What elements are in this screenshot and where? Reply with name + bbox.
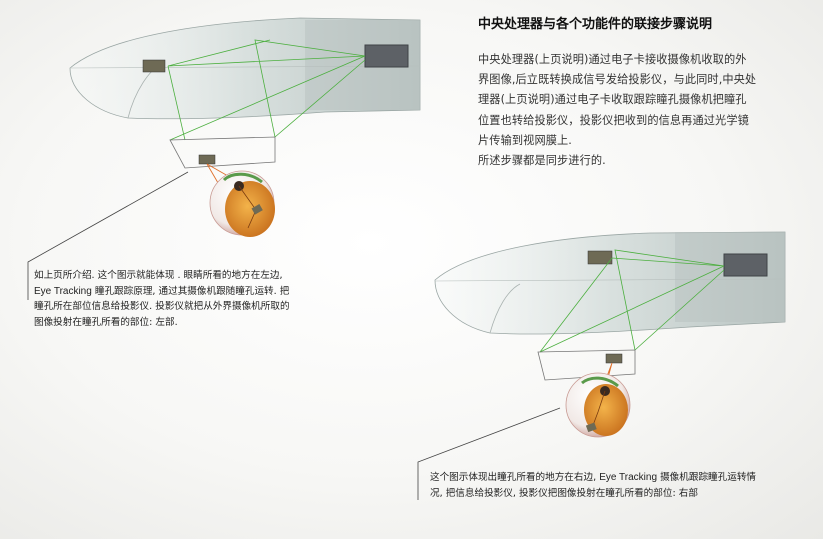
- tracking-frame: [169, 136, 276, 169]
- divider-line: [69, 65, 421, 69]
- left-caption: 如上页所介绍. 这个图示就能体现 . 眼睛所看的地方在左边, Eye Track…: [34, 268, 334, 330]
- caption-text: 摄像机跟踪瞳孔运转情: [657, 472, 757, 483]
- projector-box: [723, 253, 768, 277]
- eye-tracking-camera: [605, 353, 623, 364]
- retina-image: [251, 204, 263, 215]
- description-line: 片传输到视网膜上.: [478, 133, 572, 147]
- description-line: 理器(上页说明)通过电子卡收取跟踪瞳孔摄像机把瞳孔: [478, 93, 747, 107]
- temple-arm: [675, 232, 785, 322]
- tracking-frame: [537, 349, 636, 381]
- bottom-glasses-unit: [434, 231, 786, 438]
- caption-line: 如上页所介绍. 这个图示就能体现 . 眼睛所看的地方在左边,: [34, 270, 283, 281]
- caption-text: 这个图示体现出瞳孔所看的地方在右边,: [430, 472, 600, 483]
- cornea-edge: [581, 376, 619, 388]
- description-line: 中央处理器(上页说明)通过电子卡接收摄像机收取的外: [478, 53, 747, 66]
- eyeball: [209, 170, 275, 237]
- top-glasses-unit: [69, 17, 421, 237]
- outer-camera: [142, 59, 166, 73]
- caption-line: 这个图示体现出瞳孔所看的地方在右边, Eye Tracking 摄像机跟踪瞳孔运…: [430, 470, 820, 486]
- right-caption-leader: [417, 407, 561, 500]
- caption-line: Eye Tracking 瞳孔跟踪原理, 通过其摄像机跟随瞳孔运转. 把: [34, 284, 334, 300]
- page-title: 中央处理器与各个功能件的联接步骤说明: [478, 17, 713, 32]
- outer-camera: [587, 250, 613, 265]
- cornea-edge: [222, 172, 263, 184]
- eyeball: [565, 372, 631, 438]
- iris: [225, 181, 275, 237]
- caption-line: 瞳孔所在部位信息给投影仪. 投影仪就把从外界摄像机所取的: [34, 301, 290, 313]
- description-line: 所述步骤都是同步进行的.: [478, 154, 606, 168]
- retina-image: [585, 422, 597, 433]
- description-paragraph: 中央处理器(上页说明)通过电子卡接收摄像机收取的外 界图像,后立既转换成信号发给…: [478, 50, 798, 171]
- eye-tracking-term: Eye Tracking: [599, 472, 658, 483]
- optical-rays: [539, 249, 725, 353]
- description-line: 位置也转给投影仪，投影仪把收到的信息再通过光学镜: [478, 113, 749, 127]
- caption-line: 图像投射在瞳孔所看的部位: 左部.: [34, 316, 178, 328]
- caption-text: 瞳孔跟踪原理, 通过其摄像机跟随瞳孔运转. 把: [91, 285, 290, 297]
- optical-rays: [167, 39, 366, 141]
- eye-tracking-term: Eye Tracking: [34, 285, 92, 297]
- eye-tracking-camera: [198, 154, 216, 165]
- iris: [584, 384, 628, 436]
- divider-line: [434, 278, 786, 282]
- right-caption: 这个图示体现出瞳孔所看的地方在右边, Eye Tracking 摄像机跟踪瞳孔运…: [430, 470, 820, 501]
- projector-box: [364, 44, 409, 68]
- caption-line: 况, 把信息给投影仪, 投影仪把图像投射在瞳孔所看的部位: 右部: [430, 487, 698, 499]
- left-caption-leader: [27, 171, 189, 300]
- description-line: 界图像,后立既转换成信号发给投影仪，与此同时,中央处: [478, 73, 757, 87]
- lens-curve-line: [489, 283, 521, 334]
